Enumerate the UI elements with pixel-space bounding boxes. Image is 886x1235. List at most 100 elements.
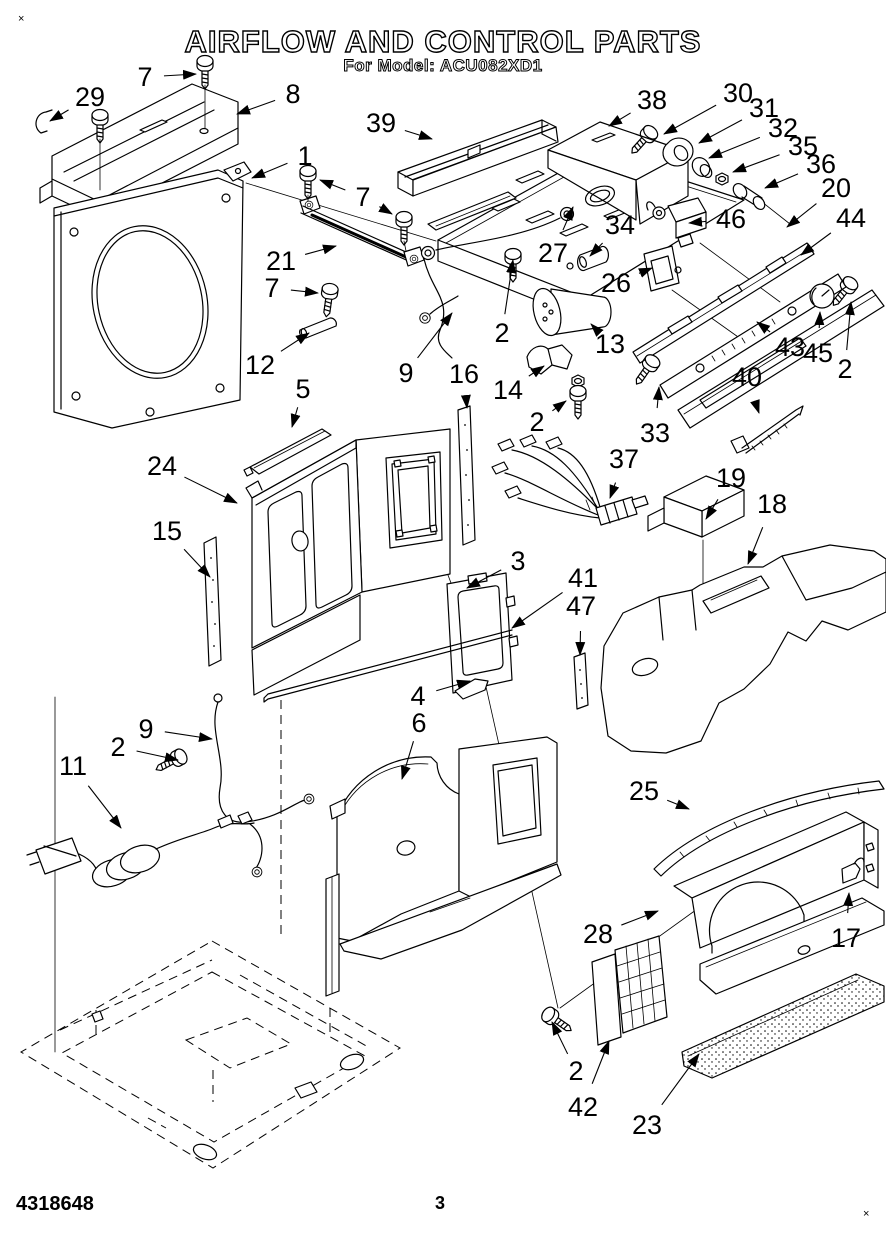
part-number-label: 7	[355, 182, 370, 212]
part-23-foam-seal	[681, 973, 885, 1079]
callout-31-7: 31	[698, 93, 779, 144]
part-number-label: 44	[836, 203, 866, 233]
part-number-label: 2	[568, 1056, 583, 1086]
leader-line	[87, 785, 122, 829]
ground-wire	[435, 217, 561, 251]
callout-6-42: 6	[400, 708, 427, 780]
part-number-label: 8	[285, 79, 300, 109]
part-number-label: 2	[529, 407, 544, 437]
part-15-seal-strip	[203, 536, 222, 667]
part-number-label: 32	[768, 113, 798, 143]
leader-line	[280, 332, 310, 352]
leader-line	[504, 259, 517, 315]
corner-mark-bottom-right: ×	[863, 1208, 869, 1220]
part-number-label: 2	[837, 354, 852, 384]
callout-32-8: 32	[708, 113, 798, 159]
leader-line	[551, 1021, 569, 1055]
leader-line	[304, 244, 337, 255]
part-9-wire-upper	[423, 258, 453, 359]
part-number-label: 9	[138, 714, 153, 744]
part-number-label: 35	[788, 131, 818, 161]
callout-24-34: 24	[147, 451, 238, 504]
leader-line	[460, 394, 471, 409]
leader-line	[136, 750, 179, 763]
part-number-label: 17	[831, 923, 861, 953]
callout-43-30: 43	[756, 321, 805, 362]
screw-2-cord	[151, 746, 191, 778]
part-17-clip	[841, 857, 865, 884]
leader-line	[251, 162, 288, 179]
callout-2-32: 2	[837, 301, 855, 384]
leader-line	[183, 548, 211, 578]
clip-29	[35, 109, 53, 134]
page-number: 3	[435, 1193, 445, 1213]
callout-25-46: 25	[629, 776, 690, 810]
leader-line	[404, 129, 433, 140]
leader-line	[562, 206, 574, 231]
part-25-curved-strip	[653, 780, 885, 877]
part-number-label: 9	[398, 358, 413, 388]
leader-line	[756, 321, 771, 334]
part-number-label: 20	[821, 173, 851, 203]
part-number-label: 34	[605, 210, 635, 240]
part-1-fan-shroud	[53, 161, 252, 429]
callout-41-37: 41	[511, 563, 598, 629]
leader-line	[732, 154, 780, 173]
part-6-scroll-housing	[325, 736, 562, 997]
leader-line	[591, 1040, 610, 1084]
callout-38-5: 38	[608, 85, 667, 127]
leader-line	[667, 799, 690, 810]
leader-line	[764, 173, 799, 189]
callout-13-23: 13	[590, 323, 625, 359]
callout-12-16: 12	[245, 332, 310, 380]
part-number-label: 29	[75, 82, 105, 112]
leader-line	[552, 400, 567, 413]
leader-line	[164, 731, 213, 742]
part-45-knob	[809, 283, 835, 309]
leader-line	[511, 591, 563, 629]
callout-47-38: 47	[566, 591, 596, 656]
part-number-label: 11	[59, 751, 87, 781]
callout-36-10: 36	[764, 149, 836, 189]
leader-line	[436, 679, 471, 692]
part-number-label: 40	[732, 362, 762, 392]
part-number-label: 36	[806, 149, 836, 179]
part-number-label: 38	[637, 85, 667, 115]
leader-line	[663, 104, 717, 135]
callout-44-12: 44	[800, 203, 866, 256]
callout-29-1: 29	[49, 82, 105, 122]
part-number-label: 26	[601, 268, 631, 298]
leader-line	[163, 69, 197, 80]
leader-line	[652, 386, 663, 409]
leader-line	[705, 499, 719, 520]
part-number-label: 12	[245, 350, 275, 380]
part-number-label: 31	[749, 93, 779, 123]
part-number-label: 42	[568, 1092, 598, 1122]
callout-3-36: 3	[466, 546, 526, 589]
part-number-label: 1	[297, 141, 312, 171]
part-number-label: 28	[583, 919, 613, 949]
part-number-label: 16	[449, 359, 479, 389]
leader-line	[661, 1053, 700, 1106]
part-12-pin	[299, 281, 340, 339]
leader-line	[49, 109, 69, 122]
part-number-label: 47	[566, 591, 596, 621]
leader-line	[590, 323, 604, 337]
leader-line	[400, 741, 415, 780]
callout-26-20: 26	[601, 267, 653, 298]
fastener-train	[625, 122, 766, 211]
part-number-label: 37	[609, 444, 639, 474]
part-number-label: 46	[716, 204, 746, 234]
leader-line	[747, 527, 764, 565]
part-number-label: 33	[640, 418, 670, 448]
part-3-bracket	[446, 572, 519, 694]
base-pan-phantom	[20, 940, 401, 1169]
leader-line	[800, 232, 832, 256]
callout-37-28: 37	[609, 444, 639, 499]
part-number-label: 15	[152, 516, 182, 546]
leader-line	[290, 286, 319, 297]
screw-33	[629, 351, 663, 390]
leader-line	[786, 203, 817, 228]
leader-line	[750, 399, 760, 414]
